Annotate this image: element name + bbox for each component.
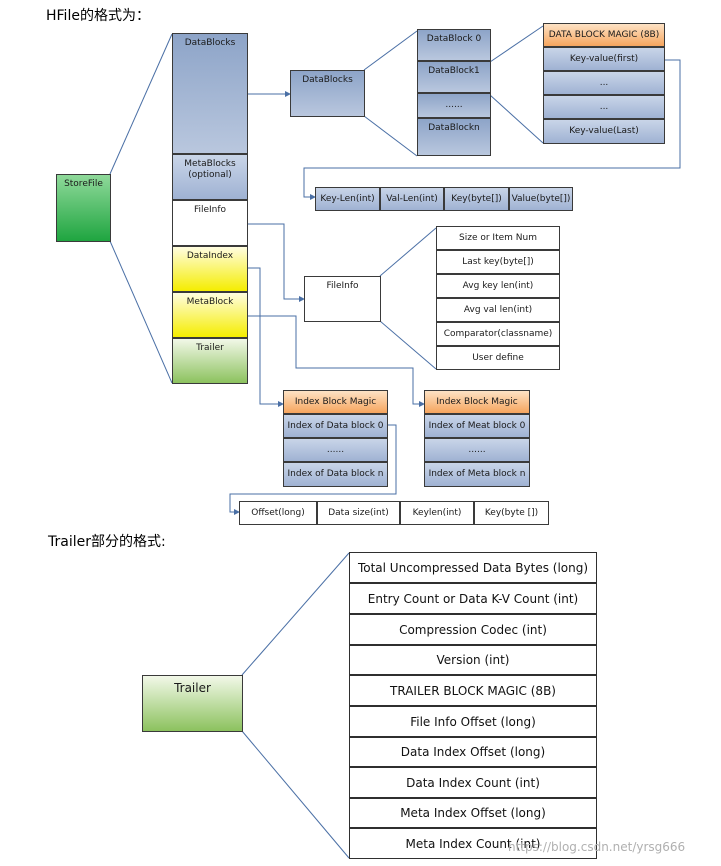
index-key: Key(byte []) <box>474 501 549 525</box>
fileinfo-user-define: User define <box>436 346 560 370</box>
fileinfo-last-key: Last key(byte[]) <box>436 250 560 274</box>
key-value-first: Key-value(first) <box>543 47 665 71</box>
data-index-block-n: Index of Data block n <box>283 462 388 487</box>
trailer-field-5: File Info Offset (long) <box>349 706 597 737</box>
datablock-ellipsis: ...... <box>417 93 491 118</box>
data-index-ellipsis: ...... <box>283 438 388 462</box>
data-block-magic: DATA BLOCK MAGIC (8B) <box>543 23 665 47</box>
kv-val-len: Val-Len(int) <box>380 187 444 211</box>
watermark: https://blog.csdn.net/yrsg666 <box>508 840 686 854</box>
datablock-1: DataBlock1 <box>417 61 491 93</box>
column-metablock: MetaBlock <box>172 292 248 338</box>
fileinfo-avg-key-len: Avg key len(int) <box>436 274 560 298</box>
fileinfo-comparator: Comparator(classname) <box>436 322 560 346</box>
trailer-field-0: Total Uncompressed Data Bytes (long) <box>349 552 597 583</box>
index-data-size: Data size(int) <box>317 501 400 525</box>
fileinfo-avg-val-len: Avg val len(int) <box>436 298 560 322</box>
trailer-field-1: Entry Count or Data K-V Count (int) <box>349 583 597 614</box>
trailer-field-3: Version (int) <box>349 645 597 675</box>
trailer-field-7: Data Index Count (int) <box>349 767 597 798</box>
kv-value: Value(byte[]) <box>509 187 573 211</box>
trailer-box: Trailer <box>142 675 243 732</box>
datablock-0: DataBlock 0 <box>417 29 491 61</box>
column-metablocks: MetaBlocks (optional) <box>172 154 248 200</box>
datablock-n: DataBlockn <box>417 118 491 156</box>
trailer-field-8: Meta Index Offset (long) <box>349 798 597 828</box>
storefile-box: StoreFile <box>56 174 111 242</box>
column-datablocks: DataBlocks <box>172 33 248 154</box>
index-keylen: Keylen(int) <box>400 501 474 525</box>
key-value-last: Key-value(Last) <box>543 119 665 144</box>
column-dataindex: DataIndex <box>172 246 248 292</box>
trailer-field-9: Meta Index Count (int) <box>349 828 597 859</box>
index-offset: Offset(long) <box>239 501 317 525</box>
meta-index-ellipsis: ...... <box>424 438 530 462</box>
meta-index-block-n: Index of Meta block n <box>424 462 530 487</box>
trailer-field-4: TRAILER BLOCK MAGIC (8B) <box>349 675 597 706</box>
trailer-field-2: Compression Codec (int) <box>349 614 597 645</box>
datablocks-box: DataBlocks <box>290 70 365 117</box>
data-index-magic: Index Block Magic <box>283 390 388 414</box>
data-index-block-0: Index of Data block 0 <box>283 414 388 438</box>
hfile-format-title: HFile的格式为： <box>46 8 150 24</box>
trailer-format-title: Trailer部分的格式: <box>48 534 166 550</box>
kv-key: Key(byte[]) <box>444 187 509 211</box>
key-value-ellipsis-1: ... <box>543 71 665 95</box>
meta-index-block-0: Index of Meat block 0 <box>424 414 530 438</box>
trailer-field-6: Data Index Offset (long) <box>349 737 597 767</box>
fileinfo-size: Size or Item Num <box>436 226 560 250</box>
column-trailer: Trailer <box>172 338 248 384</box>
kv-key-len: Key-Len(int) <box>315 187 380 211</box>
column-fileinfo: FileInfo <box>172 200 248 246</box>
meta-index-magic: Index Block Magic <box>424 390 530 414</box>
fileinfo-box: FileInfo <box>304 276 381 322</box>
key-value-ellipsis-2: ... <box>543 95 665 119</box>
